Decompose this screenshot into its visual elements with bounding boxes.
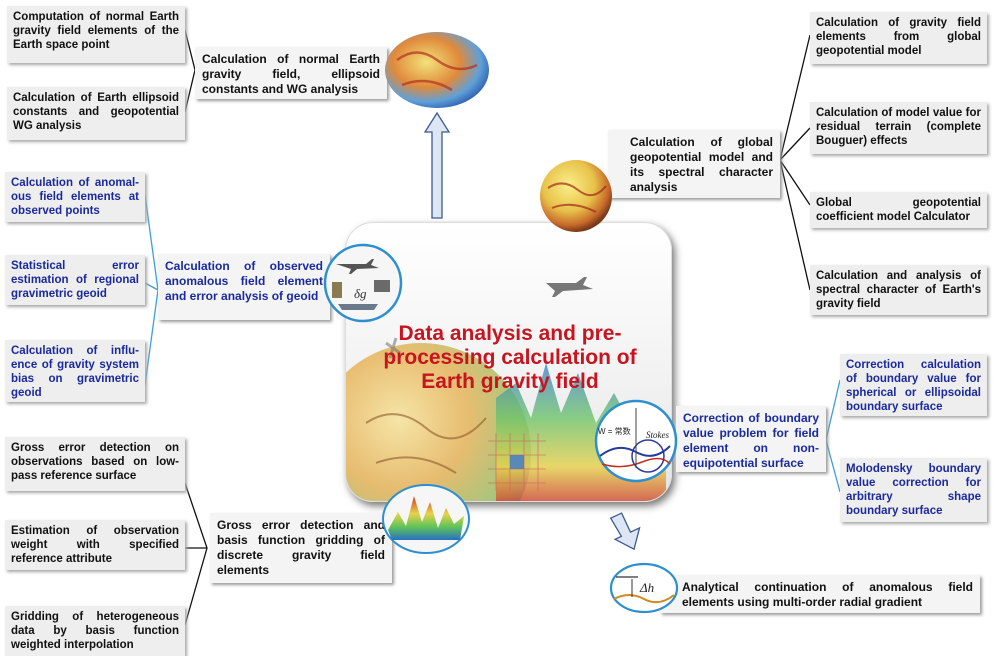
right-mid-item-2: Molodensky boundary value correction for…	[840, 458, 987, 522]
boundary-circle: W = 常数 Stokes	[594, 399, 678, 483]
right-top-item-1: Calculation of gravity field elements fr…	[810, 12, 987, 64]
stokes-label: Stokes	[646, 430, 669, 440]
connector-left-hub	[144, 194, 159, 386]
right-mid-hub: Correction of boundary value problem for…	[676, 406, 826, 472]
right-top-hub: Calculation of global geopotential model…	[608, 130, 780, 198]
gridding-circle	[382, 484, 470, 554]
right-top-item-2: Calculation of model value for residual …	[810, 102, 987, 154]
delta-g-label: δg	[354, 286, 367, 301]
left-hub: Calculation of observed anomalous field …	[158, 254, 330, 320]
right-top-item-3: Global geopotential coefficient model Ca…	[810, 192, 987, 228]
up-arrow-icon	[423, 111, 451, 219]
left-item-2: Statistical error estimation of regional…	[5, 255, 145, 305]
airplane-icon	[546, 277, 593, 297]
globe-graphic	[346, 343, 531, 501]
left-item-1: Calculation of anomal-ous field elements…	[5, 172, 145, 222]
right-mid-item-1: Correction calculation of boundary value…	[840, 354, 987, 416]
center-title: Data analysis and pre-processing calcula…	[383, 322, 637, 393]
bottom-right-hub: Analytical continuation of anomalous fie…	[660, 575, 980, 613]
normal-gravity-globe	[385, 32, 489, 108]
bottom-left-item-1: Gross error detection on observations ba…	[5, 437, 185, 491]
connector-bottom-left-hub	[184, 482, 208, 626]
connector-top-hub	[184, 29, 196, 113]
bottom-left-hub: Gross error detection and basis function…	[210, 513, 392, 583]
left-item-3: Calculation of influ-ence of gravity sys…	[5, 340, 145, 402]
top-item-2: Calculation of Earth ellipsoid constants…	[7, 87, 185, 140]
bottom-left-item-2: Estimation of observation weight with sp…	[5, 520, 185, 570]
connector-right-mid-hub	[825, 379, 841, 493]
bottom-left-item-3: Gridding of heterogeneous data by basis …	[5, 606, 185, 656]
equipotential-label: W = 常数	[598, 426, 631, 436]
observation-circle: δg	[323, 243, 403, 323]
right-top-item-4: Calculation and analysis of spectral cha…	[810, 265, 987, 315]
delta-h-label: Δh	[639, 580, 654, 595]
top-hub: Calculation of normal Earth gravity fiel…	[195, 47, 387, 99]
continuation-circle: Δh	[609, 562, 679, 614]
geopotential-globe	[540, 160, 612, 232]
connector-right-top-hub	[779, 34, 811, 291]
top-item-1: Computation of normal Earth gravity fiel…	[7, 6, 185, 63]
down-arrow-icon	[610, 512, 641, 551]
